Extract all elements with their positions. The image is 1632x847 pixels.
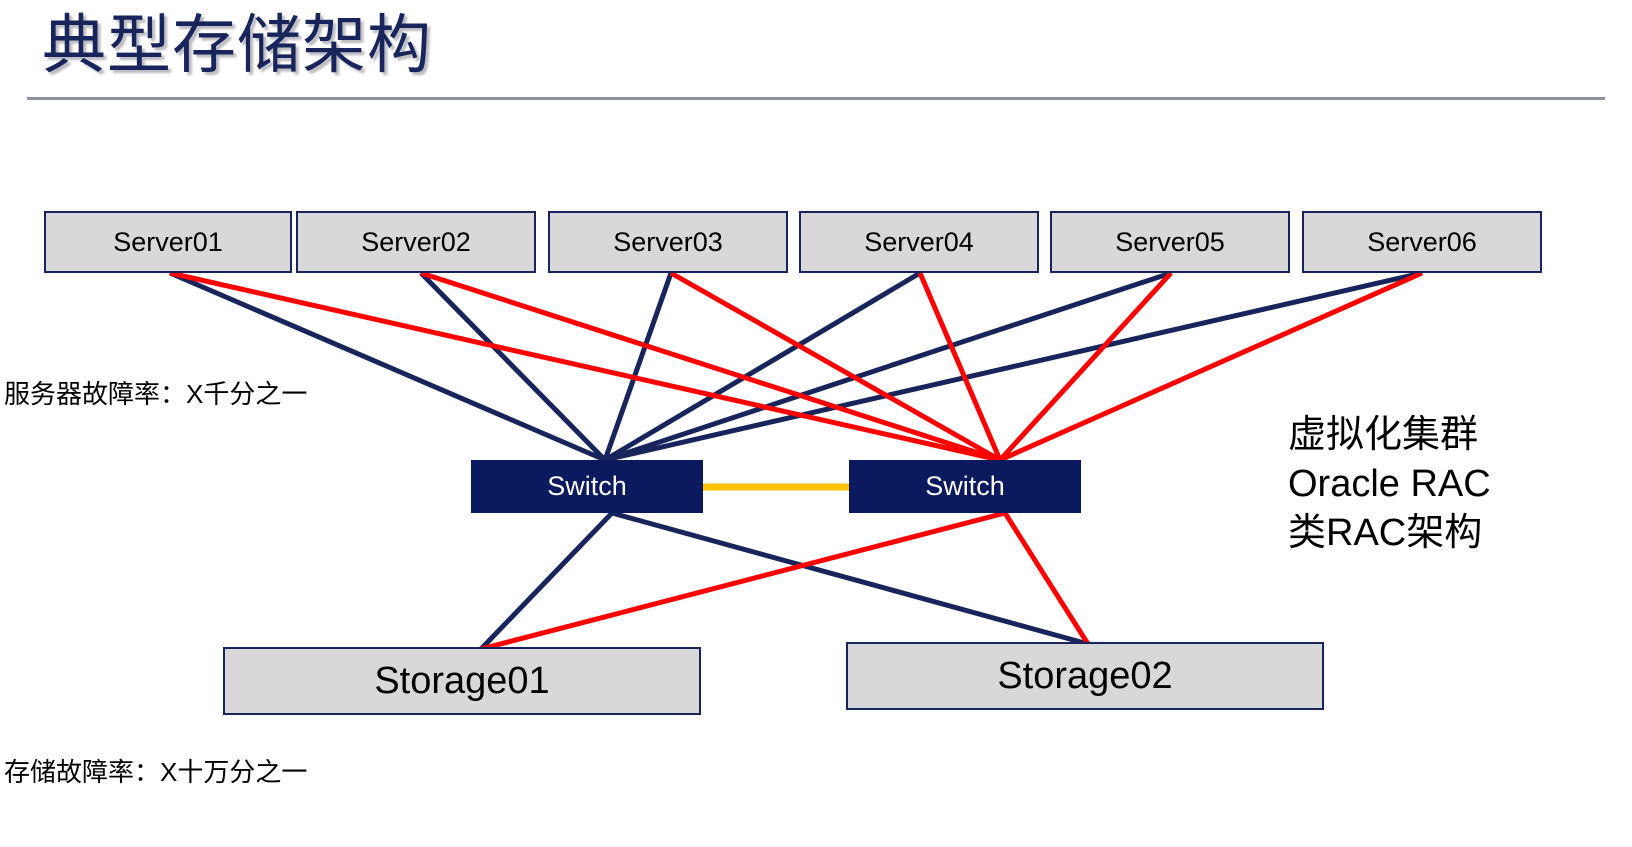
server-node-6[interactable]: Server06	[1302, 211, 1542, 273]
left-switch-to-storage-links	[479, 510, 1089, 651]
switch-node-label: Switch	[547, 471, 627, 501]
server-node-label: Server02	[361, 226, 471, 257]
link-switch-left-to-storage01	[479, 511, 614, 651]
link-server2-to-switch-left	[419, 271, 607, 462]
link-server4-to-switch-right	[917, 272, 1003, 461]
link-server4-to-switch-left	[603, 270, 922, 463]
storage-failure-rate-note: 存储故障率：X十万分之一	[4, 757, 308, 787]
cluster-architecture-note: 虚拟化集群 Oracle RAC 类RAC架构	[1288, 411, 1491, 558]
link-server6-to-switch-left	[604, 270, 1423, 463]
server-node-label: Server04	[864, 226, 974, 257]
server-node-3[interactable]: Server03	[548, 211, 788, 273]
link-server5-to-switch-right	[998, 271, 1173, 462]
link-server5-to-switch-left	[604, 270, 1172, 463]
storage-node-1[interactable]: Storage01	[223, 647, 701, 715]
storage-node-label: Storage02	[997, 654, 1173, 697]
link-switch-left-to-storage02	[611, 510, 1089, 647]
title-divider	[27, 97, 1605, 100]
server-node-4[interactable]: Server04	[799, 211, 1039, 273]
link-server2-to-switch-right	[420, 270, 1001, 463]
server-to-right-switch-links	[169, 270, 1424, 463]
link-server3-to-switch-left	[602, 272, 674, 461]
server-node-label: Server01	[113, 226, 223, 257]
switch-node-2[interactable]: Switch	[849, 460, 1081, 513]
link-server3-to-switch-right	[669, 270, 1002, 463]
page-title: 典型存储架构	[42, 9, 432, 81]
link-server1-to-switch-left	[169, 270, 606, 463]
server-node-1[interactable]: Server01	[44, 211, 292, 273]
server-node-label: Server05	[1115, 226, 1225, 257]
switch-node-1[interactable]: Switch	[471, 460, 703, 513]
storage-node-2[interactable]: Storage02	[846, 642, 1324, 710]
storage-node-label: Storage01	[374, 659, 550, 702]
server-node-label: Server06	[1367, 226, 1477, 257]
cluster-note-line-2: Oracle RAC	[1288, 463, 1491, 505]
server-node-5[interactable]: Server05	[1050, 211, 1290, 273]
server-to-left-switch-links	[169, 270, 1423, 463]
right-switch-to-storage-links	[480, 510, 1091, 652]
cluster-note-line-3: 类RAC架构	[1288, 512, 1483, 554]
server-failure-rate-note: 服务器故障率：X千分之一	[4, 379, 308, 409]
link-server6-to-switch-right	[998, 270, 1424, 463]
link-switch-right-to-storage01	[480, 510, 1006, 652]
link-switch-right-to-storage02	[1002, 511, 1091, 646]
cluster-note-line-1: 虚拟化集群	[1288, 414, 1479, 456]
server-node-2[interactable]: Server02	[296, 211, 536, 273]
server-node-label: Server03	[613, 226, 723, 257]
link-server1-to-switch-right	[169, 270, 1001, 463]
switch-node-label: Switch	[925, 471, 1005, 501]
